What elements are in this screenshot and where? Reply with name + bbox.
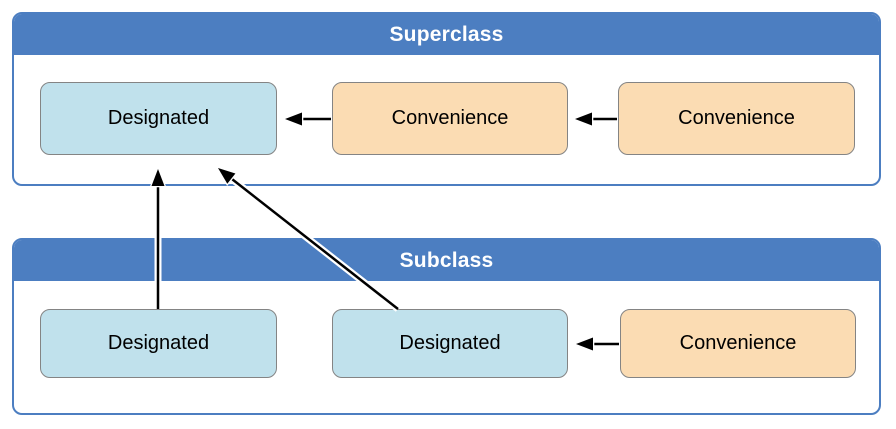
superclass-header: Superclass <box>14 14 879 55</box>
node-label: Convenience <box>679 332 797 354</box>
superclass-title: Superclass <box>389 22 504 46</box>
node-label: Designated <box>399 332 501 354</box>
node-label: Designated <box>107 107 210 129</box>
node-superclass-convenience-1: Convenience <box>332 82 568 155</box>
node-superclass-designated: Designated <box>40 82 277 155</box>
node-superclass-convenience-2: Convenience <box>618 82 855 155</box>
node-subclass-designated-2: Designated <box>332 309 568 378</box>
node-label: Designated <box>107 332 210 354</box>
node-label: Convenience <box>678 107 795 129</box>
node-subclass-convenience: Convenience <box>620 309 856 378</box>
subclass-title: Subclass <box>399 248 494 272</box>
subclass-header: Subclass <box>14 240 879 281</box>
node-subclass-designated-1: Designated <box>40 309 277 378</box>
node-label: Convenience <box>391 107 509 129</box>
